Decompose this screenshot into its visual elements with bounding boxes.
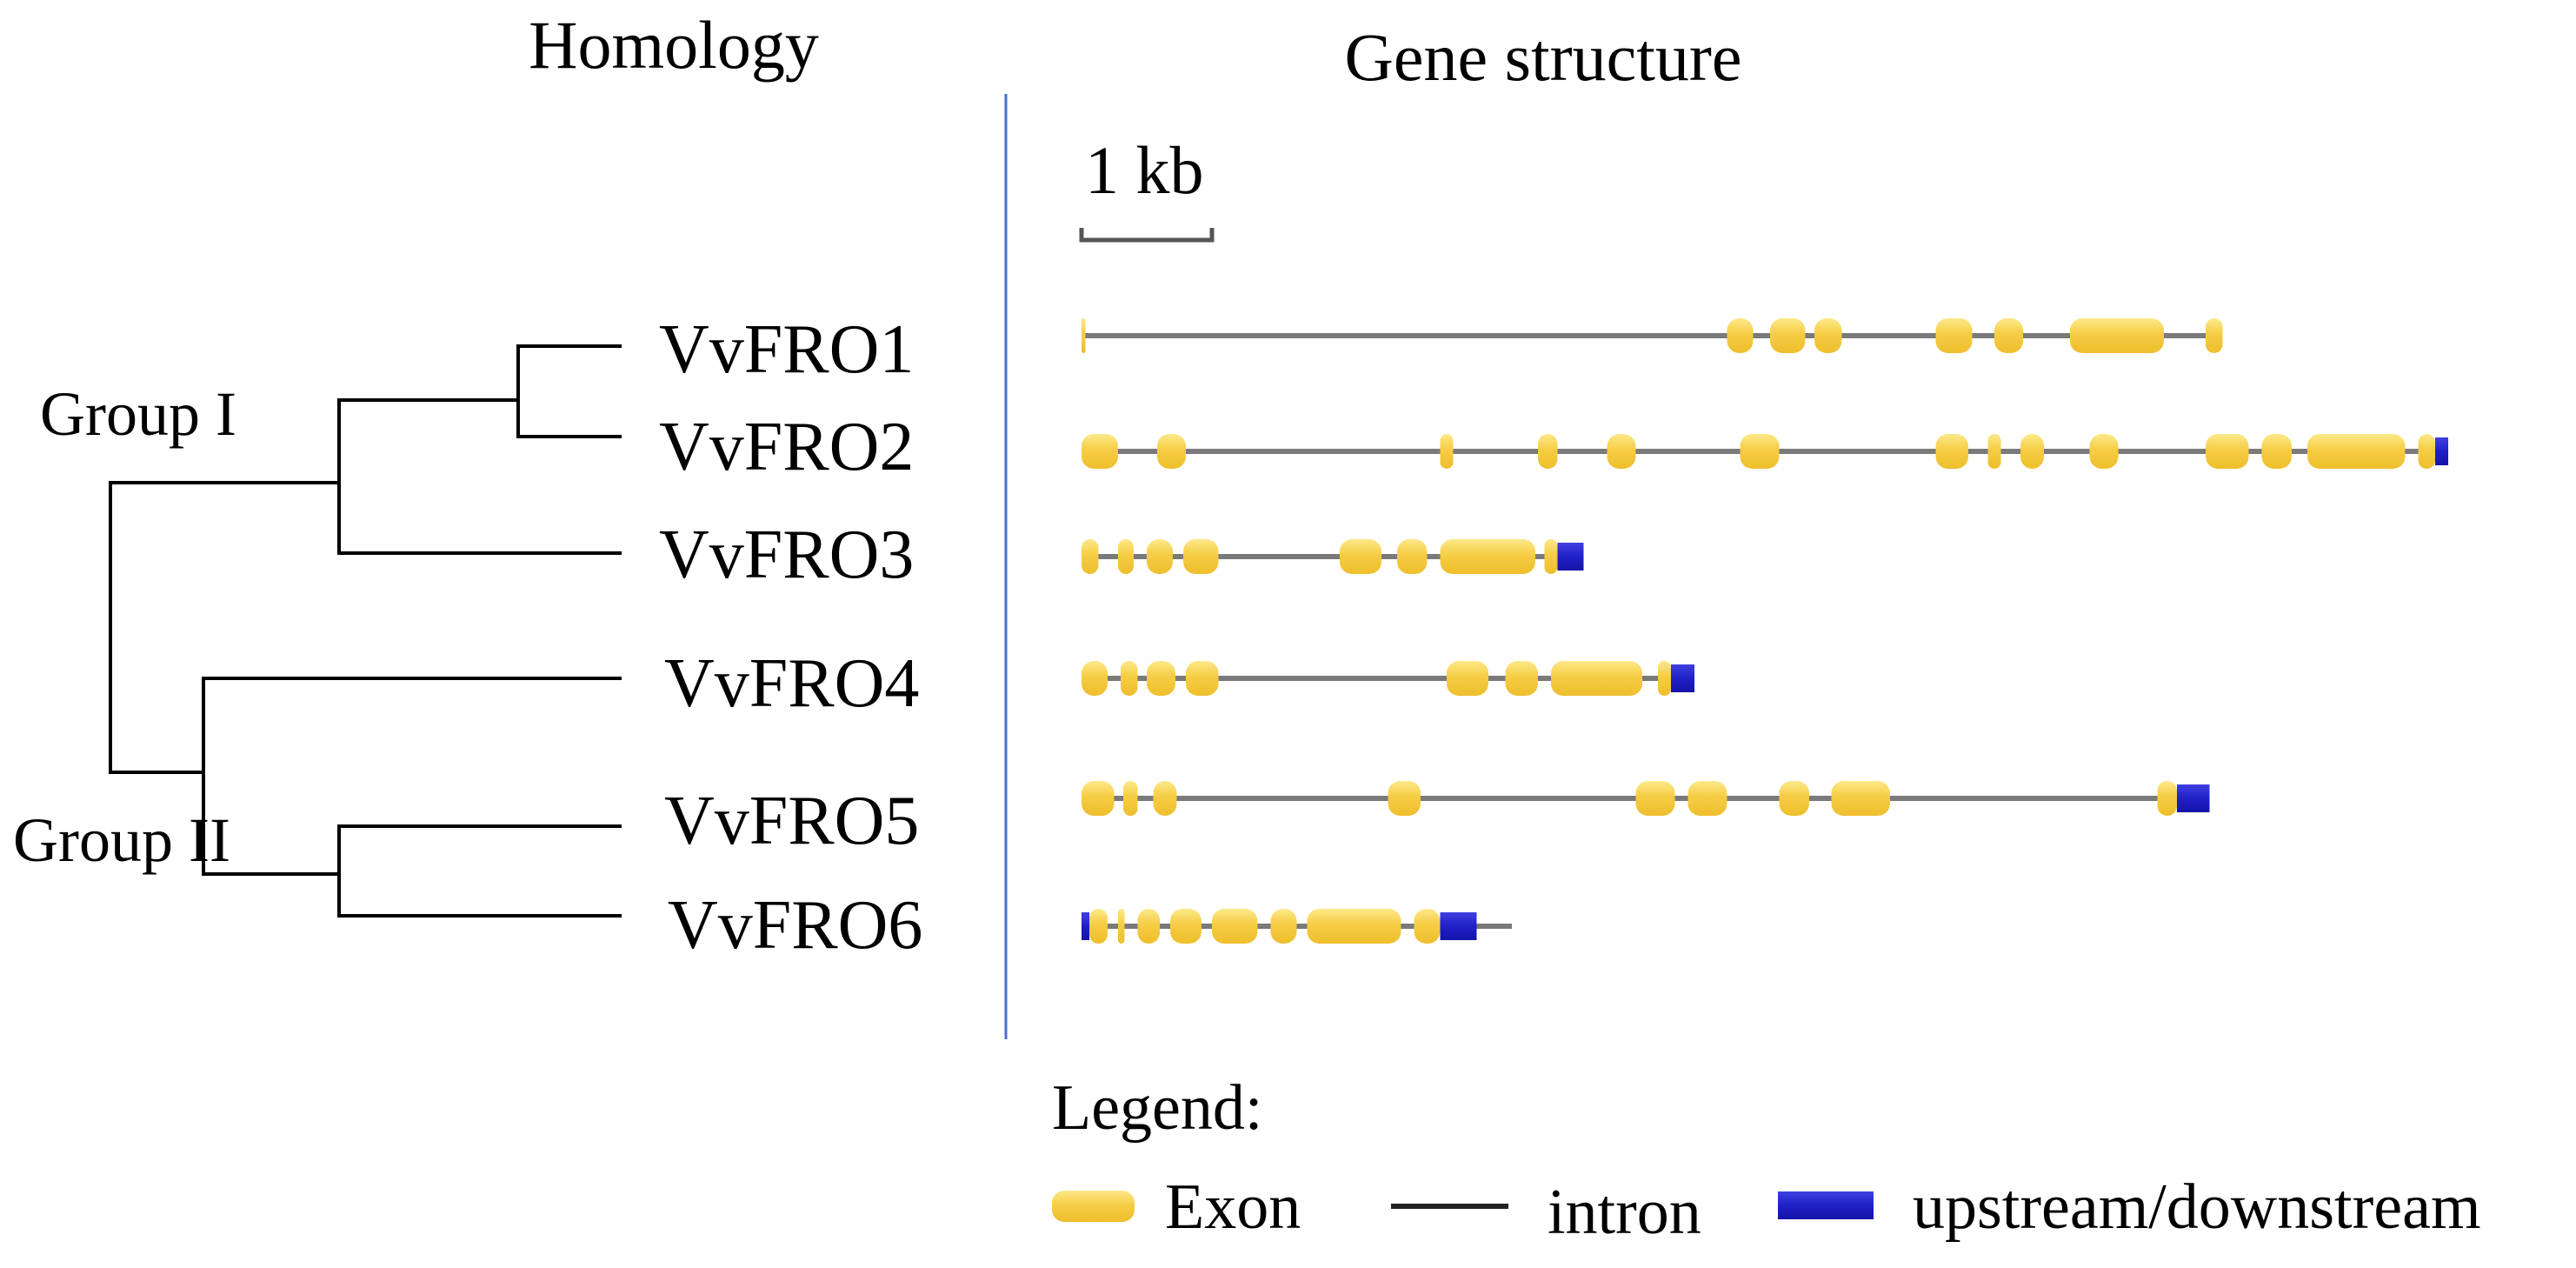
gene-label-vvfro6: VvFRO6 <box>668 887 922 964</box>
exon-vvfro2-11 <box>2206 434 2249 469</box>
legend-utr-label: upstream/downstream <box>1913 1171 2481 1243</box>
exon-vvfro1-1 <box>1082 318 1086 353</box>
gene-label-vvfro1: VvFRO1 <box>659 311 914 388</box>
exon-vvfro1-4 <box>1814 318 1842 353</box>
group-two-label: Group II <box>13 805 230 875</box>
exon-vvfro6-6 <box>1270 909 1297 944</box>
exon-vvfro1-2 <box>1727 318 1754 353</box>
exon-vvfro3-3 <box>1147 539 1173 574</box>
exon-vvfro3-2 <box>1118 539 1134 574</box>
utr-vvfro4-1 <box>1671 664 1694 692</box>
exon-vvfro1-5 <box>1935 318 1973 353</box>
utr-vvfro6-1 <box>1082 912 1089 940</box>
utr-vvfro5-1 <box>2177 784 2210 812</box>
exon-vvfro4-1 <box>1082 661 1108 696</box>
exon-vvfro4-8 <box>1658 661 1671 696</box>
tree-branch-fro2 <box>516 400 622 438</box>
exon-vvfro3-8 <box>1544 539 1558 574</box>
exon-vvfro1-3 <box>1770 318 1806 353</box>
gene-structure-title: Gene structure <box>1345 19 1742 95</box>
exon-vvfro5-2 <box>1123 781 1138 816</box>
homology-title: Homology <box>529 7 819 83</box>
exon-vvfro4-7 <box>1551 661 1642 696</box>
gene-structure-tracks <box>1082 318 2448 944</box>
exon-vvfro6-7 <box>1307 909 1401 944</box>
exon-vvfro3-4 <box>1183 539 1219 574</box>
exon-vvfro2-8 <box>1987 434 2001 469</box>
tree-branch-fro56-clade <box>202 772 339 876</box>
utr-vvfro3-1 <box>1557 543 1584 571</box>
exon-vvfro6-3 <box>1137 909 1160 944</box>
exon-vvfro6-8 <box>1414 909 1441 944</box>
tree-branch-fro12-clade <box>337 398 518 483</box>
legend-exon-label: Exon <box>1165 1171 1301 1243</box>
exon-vvfro4-5 <box>1447 661 1488 696</box>
utr-vvfro2-1 <box>2435 437 2448 465</box>
exon-vvfro6-1 <box>1089 909 1108 944</box>
legend: Legend: Exon intron upstream/downstream <box>1052 1072 2481 1248</box>
tree-branch-fro1 <box>516 344 622 400</box>
tree-branch-fro6 <box>337 874 622 918</box>
group-one-label: Group I <box>40 379 236 449</box>
exon-vvfro5-9 <box>2157 781 2177 816</box>
exon-vvfro4-6 <box>1505 661 1538 696</box>
legend-exon-swatch <box>1052 1191 1135 1222</box>
gene-label-vvfro5: VvFRO5 <box>664 783 919 859</box>
gene-label-vvfro2: VvFRO2 <box>659 409 914 485</box>
scale-bar-label: 1 kb <box>1085 132 1204 208</box>
exon-vvfro2-12 <box>2261 434 2292 469</box>
exon-vvfro2-5 <box>1607 434 1636 469</box>
exon-vvfro6-5 <box>1212 909 1258 944</box>
exon-vvfro6-4 <box>1170 909 1201 944</box>
exon-vvfro1-8 <box>2206 318 2223 353</box>
exon-vvfro3-6 <box>1397 539 1428 574</box>
exon-vvfro3-1 <box>1082 539 1099 574</box>
gene-label-vvfro3: VvFRO3 <box>659 517 914 593</box>
tree-branch-fro5 <box>337 824 622 874</box>
utr-vvfro6-2 <box>1440 912 1477 940</box>
exon-vvfro2-9 <box>2020 434 2044 469</box>
tree-branch-fro4 <box>202 677 622 772</box>
exon-vvfro4-3 <box>1147 661 1175 696</box>
exon-vvfro2-13 <box>2307 434 2406 469</box>
exon-vvfro2-1 <box>1082 434 1118 469</box>
legend-utr-swatch <box>1778 1191 1874 1219</box>
exon-vvfro2-10 <box>2089 434 2119 469</box>
exon-vvfro5-6 <box>1687 781 1727 816</box>
exon-vvfro4-2 <box>1121 661 1138 696</box>
legend-title: Legend: <box>1052 1072 1262 1144</box>
exon-vvfro5-5 <box>1635 781 1675 816</box>
exon-vvfro5-7 <box>1779 781 1809 816</box>
exon-vvfro2-7 <box>1935 434 1968 469</box>
tree-branch-fro3 <box>337 483 622 555</box>
exon-vvfro5-3 <box>1153 781 1177 816</box>
exon-vvfro2-4 <box>1538 434 1558 469</box>
exon-vvfro5-8 <box>1831 781 1890 816</box>
exon-vvfro1-7 <box>2070 318 2164 353</box>
phylogenetic-tree <box>109 344 622 918</box>
tree-branch-group1 <box>109 481 339 648</box>
exon-vvfro2-6 <box>1740 434 1780 469</box>
exon-vvfro6-2 <box>1118 909 1125 944</box>
exon-vvfro1-6 <box>1994 318 2023 353</box>
exon-vvfro2-2 <box>1157 434 1186 469</box>
tree-branch-group2 <box>109 648 203 774</box>
exon-vvfro5-4 <box>1388 781 1421 816</box>
scale-bar <box>1079 228 1215 243</box>
legend-intron-label: intron <box>1548 1177 1701 1248</box>
exon-vvfro4-4 <box>1186 661 1219 696</box>
exon-vvfro2-14 <box>2418 434 2435 469</box>
exon-vvfro3-5 <box>1340 539 1381 574</box>
exon-vvfro2-3 <box>1440 434 1454 469</box>
exon-vvfro3-7 <box>1440 539 1535 574</box>
gene-label-vvfro4: VvFRO4 <box>664 645 919 722</box>
exon-vvfro5-1 <box>1082 781 1115 816</box>
